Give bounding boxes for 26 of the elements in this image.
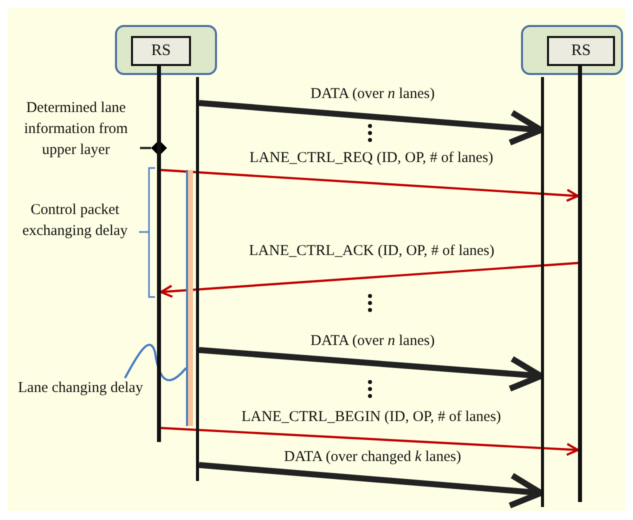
edge-label: DATA (over n lanes) <box>308 333 437 350</box>
edge-label: DATA (over n lanes) <box>308 86 437 103</box>
annotation-text: Determined lane information from upper layer <box>12 98 140 164</box>
entity-box <box>521 25 623 75</box>
message-arrow <box>160 168 580 202</box>
activation-bar <box>186 170 193 426</box>
lifeline <box>157 66 161 442</box>
edge-label: LANE_CTRL_REQ (ID, OP, # of lanes) <box>248 150 496 167</box>
message-arrow <box>160 426 580 456</box>
edge-label: LANE_CTRL_BEGIN (ID, OP, # of lanes) <box>240 409 504 426</box>
entity-label: RS <box>131 36 191 66</box>
edge-label: DATA (over changed k lanes) <box>282 449 464 466</box>
annotation-text: Control packet exchanging delay <box>21 201 129 241</box>
lifeline <box>578 66 582 502</box>
leader-line <box>140 146 151 150</box>
annotation-text: Lane changing delay <box>18 378 143 424</box>
message-arrow <box>160 262 578 298</box>
message-arrow <box>198 462 544 508</box>
lifeline <box>541 77 544 507</box>
lifeline <box>196 77 199 481</box>
entity-label: RS <box>547 36 615 66</box>
entity-box <box>115 25 217 75</box>
message-arrow <box>198 100 544 146</box>
edge-label: LANE_CTRL_ACK (ID, OP, # of lanes) <box>247 243 496 260</box>
message-arrow <box>198 347 544 392</box>
event-diamond <box>151 140 167 156</box>
